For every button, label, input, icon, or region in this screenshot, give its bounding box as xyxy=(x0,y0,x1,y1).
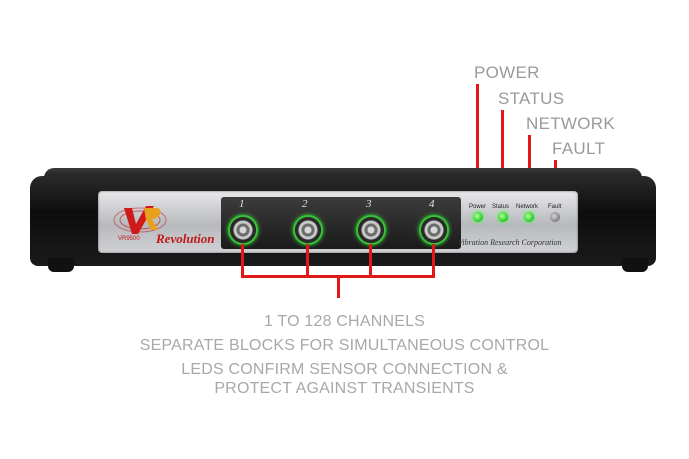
caption-channels: 1 TO 128 CHANNELS xyxy=(263,313,426,330)
connector-bank xyxy=(221,197,461,249)
bracket-drop-2 xyxy=(306,244,309,277)
power-led-label: Power xyxy=(469,204,487,210)
channel-2-label: 2 xyxy=(302,198,308,210)
channel-2-bnc-connector xyxy=(295,217,321,243)
caption-blocks: SEPARATE BLOCKS FOR SIMULTANEOUS CONTROL xyxy=(139,337,550,354)
bracket-drop-3 xyxy=(369,244,372,277)
channel-4-bnc-connector xyxy=(421,217,447,243)
status-callout: STATUS xyxy=(498,89,565,108)
network-led-label: Network xyxy=(516,204,539,210)
fault-callout: FAULT xyxy=(552,139,606,158)
network-led xyxy=(524,212,534,222)
fault-led xyxy=(550,212,560,222)
channel-3-bnc-connector xyxy=(358,217,384,243)
channel-1-label: 1 xyxy=(239,198,245,210)
status-led-label: Status xyxy=(492,204,510,210)
power-leader-line xyxy=(476,84,479,210)
brand-name: Revolution xyxy=(156,231,215,246)
channel-3-label: 3 xyxy=(366,198,372,210)
status-leader-line xyxy=(501,110,504,210)
company-name: Vibration Research Corporation xyxy=(458,238,562,247)
device-foot-left xyxy=(48,258,74,272)
network-callout: NETWORK xyxy=(526,114,615,133)
power-led xyxy=(473,212,483,222)
brand-model: VR9500 xyxy=(118,236,140,242)
power-callout: POWER xyxy=(474,63,540,82)
caption-leds-1: LEDS CONFIRM SENSOR CONNECTION & xyxy=(181,361,508,378)
bracket-drop-4 xyxy=(432,244,435,277)
bracket-stem xyxy=(337,275,340,298)
vr-logo-icon xyxy=(113,206,167,234)
fault-led-label: Fault xyxy=(548,204,562,210)
channel-4-label: 4 xyxy=(429,198,435,210)
channel-1-bnc-connector xyxy=(230,217,256,243)
device-foot-right xyxy=(622,258,648,272)
caption-leds-2: PROTECT AGAINST TRANSIENTS xyxy=(214,380,475,397)
bracket-drop-1 xyxy=(241,244,244,277)
status-led xyxy=(498,212,508,222)
